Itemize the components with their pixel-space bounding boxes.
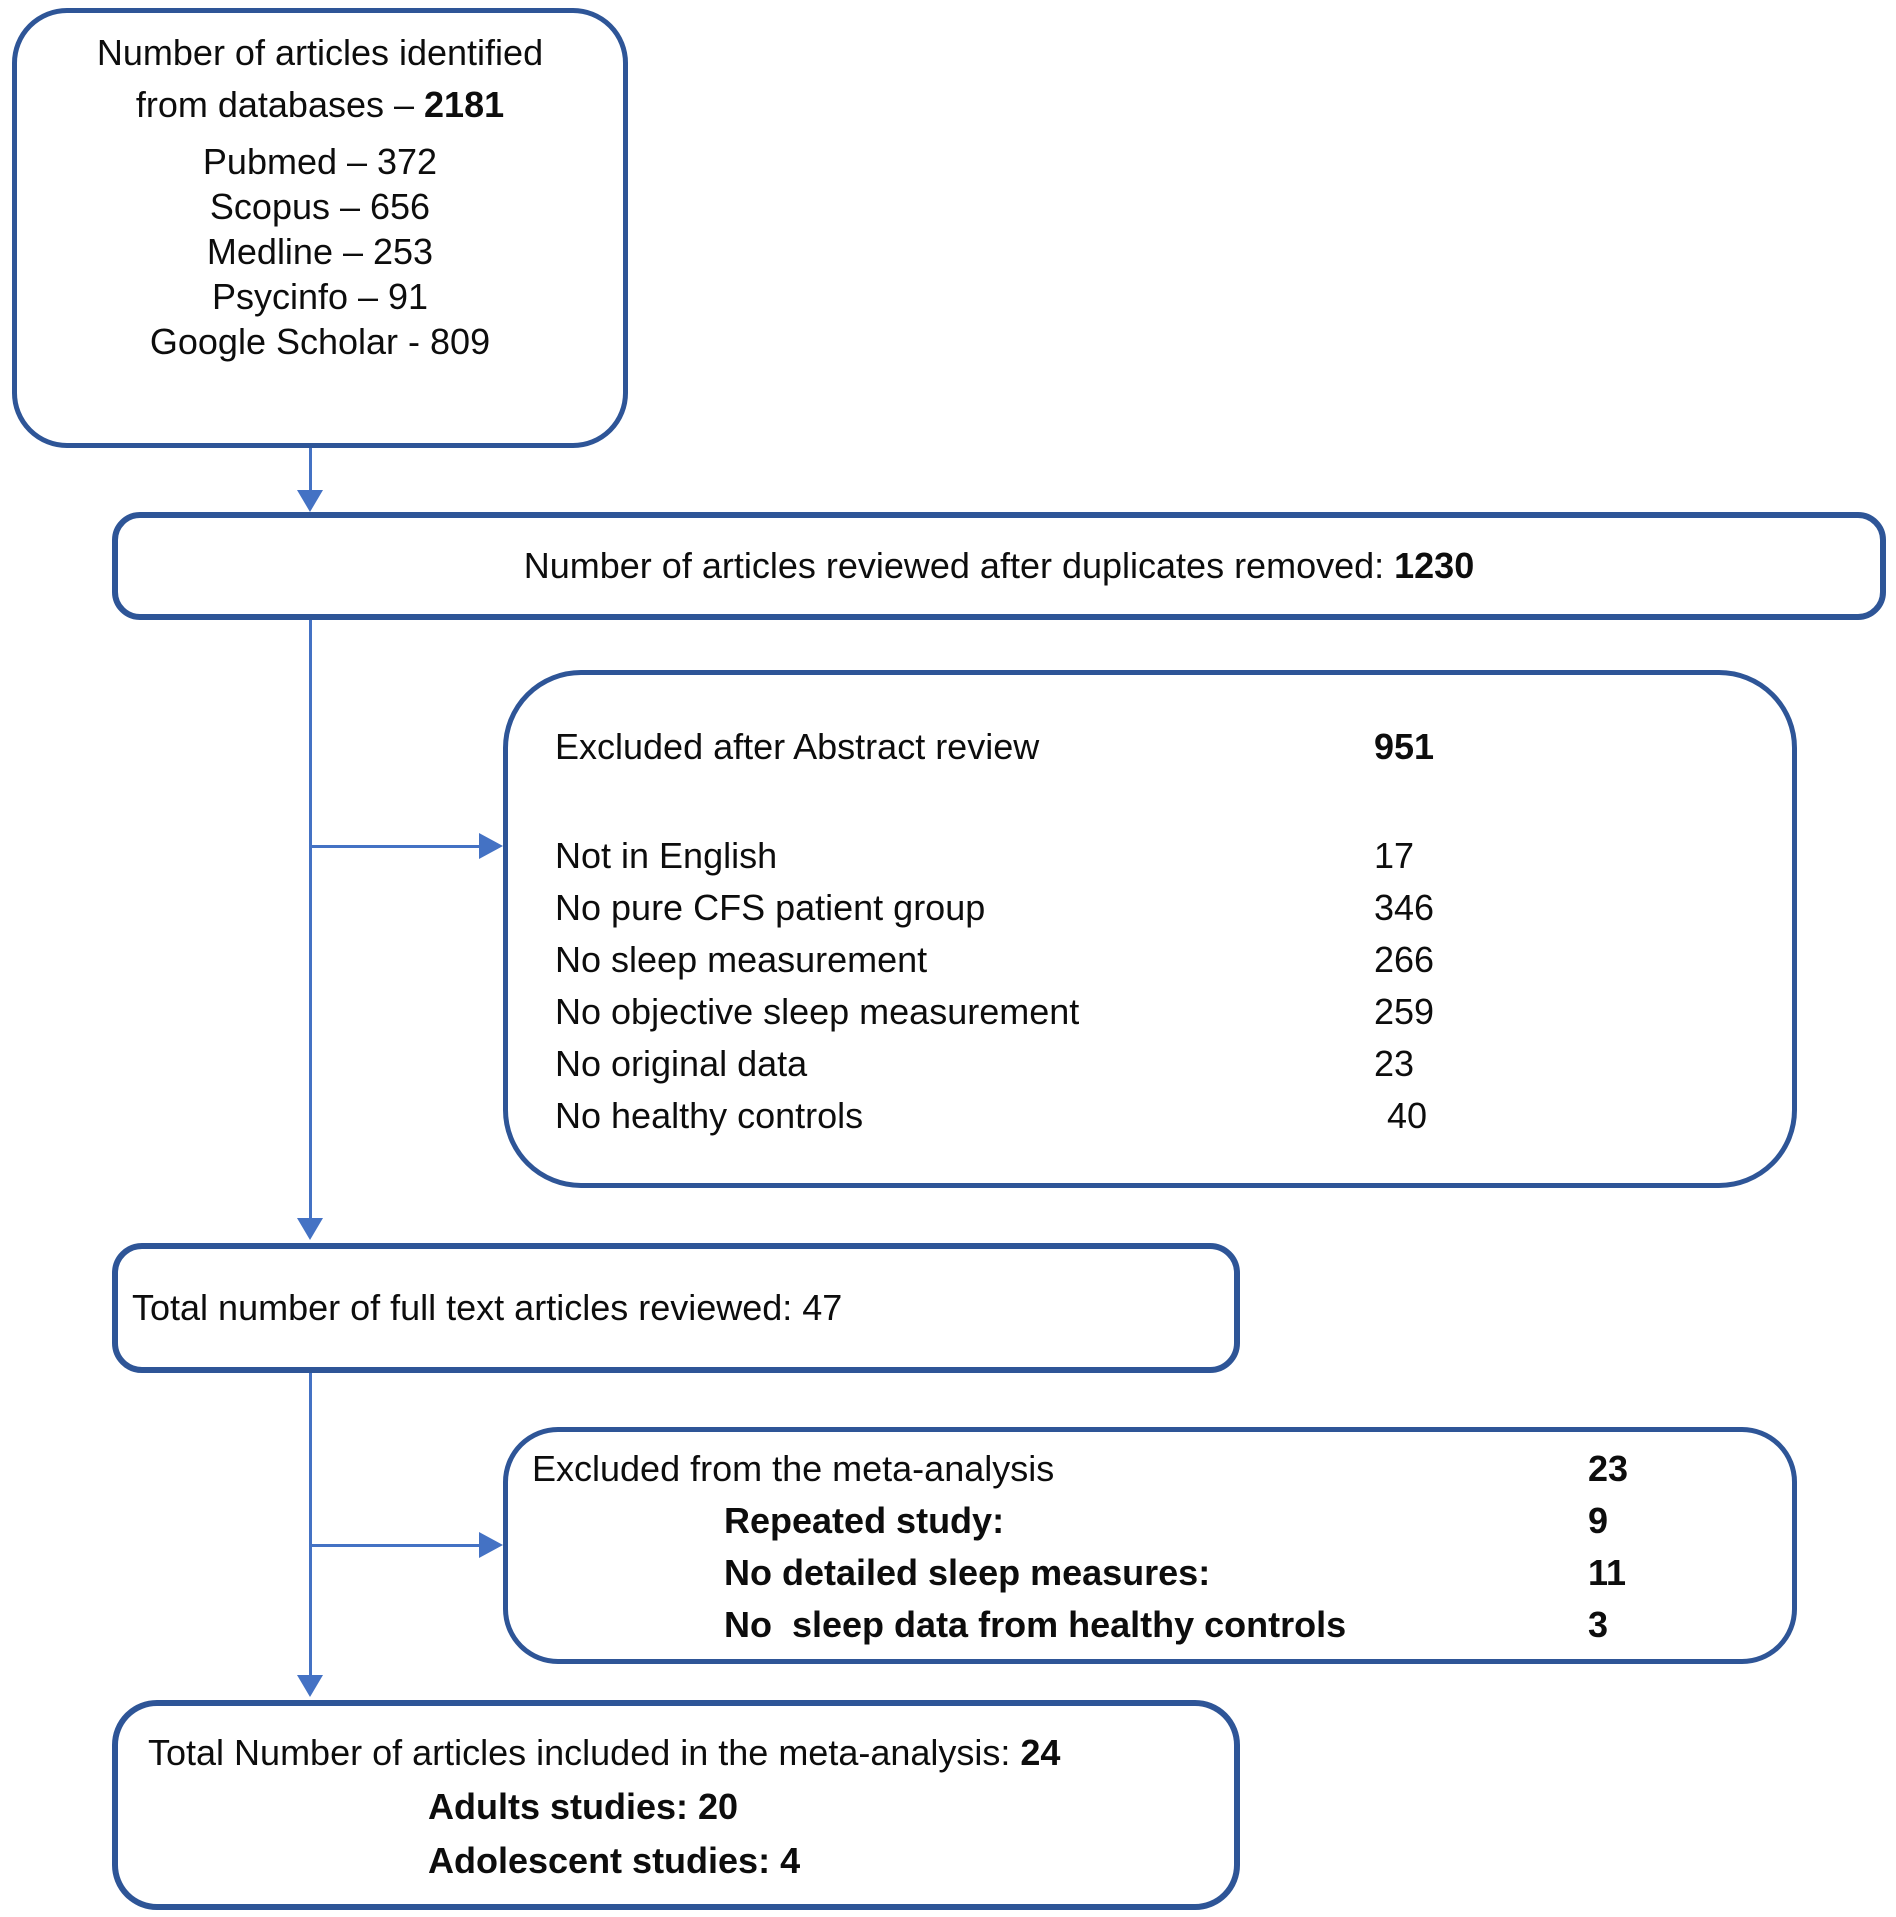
meta-exclusion-reason-row: No detailed sleep measures: 11 xyxy=(508,1547,1792,1599)
connector-duplicates-to-fulltext xyxy=(309,620,312,1218)
exclusion-reason-label: No healthy controls xyxy=(555,1095,864,1136)
included-adolescent-line: Adolescent studies: 4 xyxy=(428,1840,801,1881)
exclusion-reason-label: Not in English xyxy=(555,835,778,876)
duplicates-removed-box: Number of articles reviewed after duplic… xyxy=(112,512,1886,620)
exclusion-reason-count: 40 xyxy=(1387,1095,1428,1136)
database-item-scopus: Scopus – 656 xyxy=(209,186,431,227)
exclusion-reason-label: No pure CFS patient group xyxy=(555,887,986,928)
abstract-excluded-header-label: Excluded after Abstract review xyxy=(555,726,1040,767)
meta-excluded-header-label: Excluded from the meta-analysis xyxy=(532,1448,1055,1489)
identified-articles-box: Number of articles identified from datab… xyxy=(12,8,628,448)
exclusion-reason-count: 259 xyxy=(1374,991,1435,1032)
meta-excluded-header: Excluded from the meta-analysis 23 xyxy=(508,1443,1792,1495)
included-total-count: 24 xyxy=(1020,1732,1061,1773)
arrow-right-icon xyxy=(479,1532,503,1558)
arrow-right-icon xyxy=(479,833,503,859)
exclusion-reason-label: No objective sleep measurement xyxy=(555,991,1080,1032)
duplicates-removed-label: Number of articles reviewed after duplic… xyxy=(523,545,1395,586)
meta-exclusion-reason-row: Repeated study: 9 xyxy=(508,1495,1792,1547)
connector-identified-to-duplicates xyxy=(309,448,312,492)
exclusion-reason-row: No pure CFS patient group 346 xyxy=(508,882,1792,934)
database-item-psycinfo: Psycinfo – 91 xyxy=(211,276,429,317)
arrow-down-icon xyxy=(297,1218,323,1240)
exclusion-reason-count: 23 xyxy=(1374,1043,1415,1084)
arrow-down-icon xyxy=(297,490,323,512)
exclusion-reason-count: 346 xyxy=(1374,887,1435,928)
database-item-google-scholar: Google Scholar - 809 xyxy=(149,321,491,362)
database-item-pubmed: Pubmed – 372 xyxy=(202,141,438,182)
exclusion-reason-count: 17 xyxy=(1374,835,1415,876)
meta-exclusion-reason-row: No sleep data from healthy controls 3 xyxy=(508,1599,1792,1651)
identified-articles-title: Number of articles identified from datab… xyxy=(17,27,623,131)
fulltext-reviewed-label: Total number of full text articles revie… xyxy=(132,1287,843,1328)
exclusion-reason-row: No objective sleep measurement 259 xyxy=(508,986,1792,1038)
exclusion-reason-row: No original data 23 xyxy=(508,1038,1792,1090)
included-adults-line: Adults studies: 20 xyxy=(428,1786,739,1827)
exclusion-reason-row: No sleep measurement 266 xyxy=(508,934,1792,986)
fulltext-reviewed-box: Total number of full text articles revie… xyxy=(112,1243,1240,1373)
meta-exclusion-reason-count: 9 xyxy=(1588,1500,1609,1541)
exclusion-reason-label: No sleep measurement xyxy=(555,939,928,980)
exclusion-reason-row: No healthy controls 40 xyxy=(508,1090,1792,1142)
included-total-label: Total Number of articles included in the… xyxy=(148,1732,1021,1773)
exclusion-reason-label: No original data xyxy=(555,1043,808,1084)
abstract-excluded-header: Excluded after Abstract review 951 xyxy=(508,721,1792,773)
duplicates-removed-count: 1230 xyxy=(1394,545,1475,586)
meta-excluded-box: Excluded from the meta-analysis 23 Repea… xyxy=(503,1427,1797,1664)
identified-total-count: 2181 xyxy=(424,84,505,125)
meta-exclusion-reason-label: Repeated study: xyxy=(724,1500,1005,1541)
identified-title-line2-prefix: from databases – xyxy=(135,84,425,125)
connector-fulltext-to-included xyxy=(309,1373,312,1675)
included-articles-box: Total Number of articles included in the… xyxy=(112,1700,1240,1910)
database-item-medline: Medline – 253 xyxy=(206,231,434,272)
meta-exclusion-reason-count: 3 xyxy=(1588,1604,1609,1645)
included-total-line: Total Number of articles included in the… xyxy=(148,1726,1234,1780)
abstract-excluded-header-count: 951 xyxy=(1374,726,1435,767)
identified-title-line1: Number of articles identified xyxy=(96,32,544,73)
meta-exclusion-reason-label: No detailed sleep measures: xyxy=(724,1552,1211,1593)
identified-title-line2: from databases – 2181 xyxy=(17,79,623,131)
meta-exclusion-reason-label: No sleep data from healthy controls xyxy=(724,1604,1347,1645)
exclusion-reason-count: 266 xyxy=(1374,939,1435,980)
meta-excluded-header-count: 23 xyxy=(1588,1448,1629,1489)
exclusion-reason-row: Not in English 17 xyxy=(508,830,1792,882)
abstract-excluded-box: Excluded after Abstract review 951 Not i… xyxy=(503,670,1797,1188)
meta-exclusion-reason-count: 11 xyxy=(1588,1552,1627,1593)
connector-branch-to-meta-excluded xyxy=(311,1544,479,1547)
connector-branch-to-abstract-excluded xyxy=(311,845,479,848)
database-list: Pubmed – 372 Scopus – 656 Medline – 253 … xyxy=(17,139,623,364)
arrow-down-icon xyxy=(297,1675,323,1697)
